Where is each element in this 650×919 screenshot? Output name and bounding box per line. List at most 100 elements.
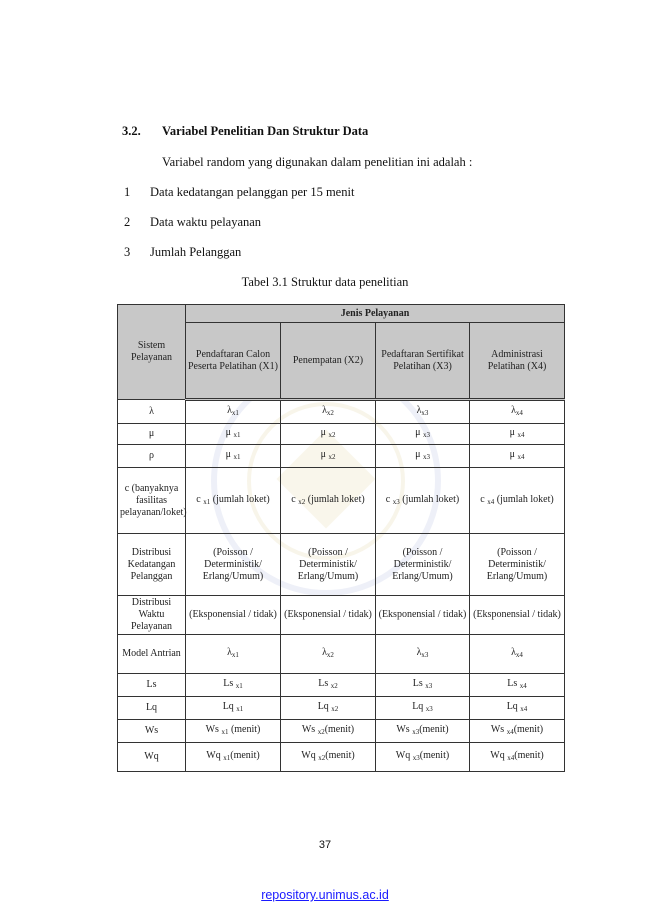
row-label-cell: Distribusi Waktu Pelayanan (117, 595, 186, 635)
cell-subscript: x2 (328, 431, 336, 439)
table-cell: Lq x2 (280, 696, 376, 720)
cell-subscript: x1 (231, 651, 239, 659)
cell-main-text: Wq (301, 750, 319, 761)
table-cell: (Eksponensial / tidak) (280, 595, 376, 635)
row-label-cell: Lq (117, 696, 186, 720)
cell-subscript: x3 (422, 453, 430, 461)
cell-main-text: λ (511, 647, 516, 658)
cell-main-text: Wq (206, 750, 224, 761)
cell-main-text: μ (320, 427, 329, 438)
table-row: Distribusi Kedatangan Pelanggan (Poisson … (117, 533, 565, 596)
table-cell: λx3 (375, 399, 470, 424)
cell-subscript: x1 (233, 431, 241, 439)
row-header-cell: Sistem Pelayanan (117, 304, 186, 400)
cell-main-text: Lq (506, 701, 521, 712)
table-cell: Wq x1(menit) (185, 742, 281, 772)
cell-main-text: λ (511, 405, 516, 416)
cell-suffix-text: (jumlah loket) (305, 493, 365, 505)
cell-subscript: x4 (506, 728, 514, 736)
table-cell: Ws x2(menit) (280, 719, 376, 743)
cell-main-text: Ws (490, 724, 507, 735)
cell-suffix-text: (menit) (513, 724, 544, 735)
column-header: Pendaftaran Calon Peserta Pelatihan (X1) (185, 322, 281, 401)
cell-main-text: (Poisson / Deterministik/ Erlang/Umum) (297, 546, 359, 582)
cell-main-text: λ (416, 647, 422, 658)
table-cell: μ x4 (469, 444, 565, 468)
cell-main-text: Ws (396, 724, 413, 735)
cell-subscript: x4 (515, 651, 523, 659)
table-cell: (Poisson / Deterministik/ Erlang/Umum) (375, 533, 470, 596)
row-label-cell: Ws (117, 719, 186, 743)
cell-suffix-text: (menit) (514, 750, 544, 761)
section-number: 3.2. (122, 124, 141, 138)
cell-main-text: λ (322, 647, 327, 658)
cell-main-text: (Eksponensial / tidak) (473, 609, 561, 620)
cell-main-text: λ (227, 647, 232, 658)
section-heading: 3.2. Variabel Penelitian Dan Struktur Dat… (122, 124, 368, 139)
cell-subscript: x4 (519, 682, 527, 690)
list-item-number: 3 (124, 245, 131, 259)
list-item-text: Data waktu pelayanan (150, 215, 262, 229)
table-cell: c x3 (jumlah loket) (375, 467, 470, 534)
cell-main-text: μ (509, 449, 518, 460)
cell-main-text: μ (320, 449, 329, 460)
cell-suffix-text: (menit) (228, 724, 261, 735)
cell-subscript: x1 (236, 705, 244, 713)
table-cell: μ x1 (185, 444, 281, 468)
cell-subscript: x2 (298, 497, 306, 506)
cell-subscript: x3 (422, 431, 430, 439)
cell-main-text: λ (227, 405, 232, 416)
table-cell: λx3 (375, 634, 470, 674)
cell-main-text: c (480, 493, 488, 505)
table-cell: Wq x2(menit) (280, 742, 376, 772)
cell-main-text: μ (509, 427, 518, 438)
row-label-cell: Wq (117, 742, 186, 772)
table-cell: (Eksponensial / tidak) (375, 595, 470, 635)
cell-main-text: Ws (205, 724, 222, 735)
table-cell: μ x2 (280, 444, 376, 468)
cell-subscript: x4 (517, 453, 525, 461)
cell-subscript: x4 (517, 431, 525, 439)
table-cell: λx2 (280, 399, 376, 424)
cell-main-text: Ls (412, 678, 426, 689)
table-cell: μ x3 (375, 444, 470, 468)
footer: repository.unimus.ac.id (0, 888, 650, 902)
cell-suffix-text: (menit) (324, 724, 355, 735)
table-cell: Lq x3 (375, 696, 470, 720)
section-title: Variabel Penelitian Dan Struktur Data (162, 124, 369, 138)
column-header: Administrasi Pelatihan (X4) (469, 322, 565, 401)
cell-subscript: x1 (223, 754, 231, 762)
row-label-cell: Distribusi Kedatangan Pelanggan (117, 533, 186, 596)
group-header-cell: Jenis Pelayanan (185, 304, 565, 323)
repository-link[interactable]: repository.unimus.ac.id (261, 888, 389, 902)
table-cell: Ls x3 (375, 673, 470, 697)
table-cell: c x1 (jumlah loket) (185, 467, 281, 534)
cell-main-text: c (385, 493, 393, 505)
data-structure-table: Sistem Pelayanan Jenis Pelayanan Pendaft… (117, 304, 565, 772)
cell-main-text: Lq (222, 701, 237, 712)
table-cell: μ x1 (185, 423, 281, 445)
cell-main-text: λ (322, 405, 327, 416)
table-cell: Ws x3(menit) (375, 719, 470, 743)
table-cell: Lq x4 (469, 696, 565, 720)
intro-paragraph: Variabel random yang digunakan dalam pen… (162, 155, 473, 169)
cell-main-text: c (291, 493, 299, 505)
cell-subscript: x2 (318, 754, 326, 762)
cell-main-text: μ (225, 449, 234, 460)
table-cell: Ws x4(menit) (469, 719, 565, 743)
cell-main-text: (Poisson / Deterministik/ Erlang/Umum) (392, 546, 453, 582)
cell-main-text: μ (415, 449, 423, 460)
page-number: 37 (318, 839, 332, 851)
row-label-cell: c (banyaknya fasilitas pelayanan/loket) (117, 467, 187, 534)
cell-main-text: λ (416, 405, 422, 416)
cell-main-text: (Eksponensial / tidak) (189, 609, 277, 620)
table-cell: Ls x1 (185, 673, 281, 697)
column-header: Penempatan (X2) (280, 322, 376, 401)
cell-subscript: x2 (317, 728, 325, 736)
table-cell: μ x4 (469, 423, 565, 445)
